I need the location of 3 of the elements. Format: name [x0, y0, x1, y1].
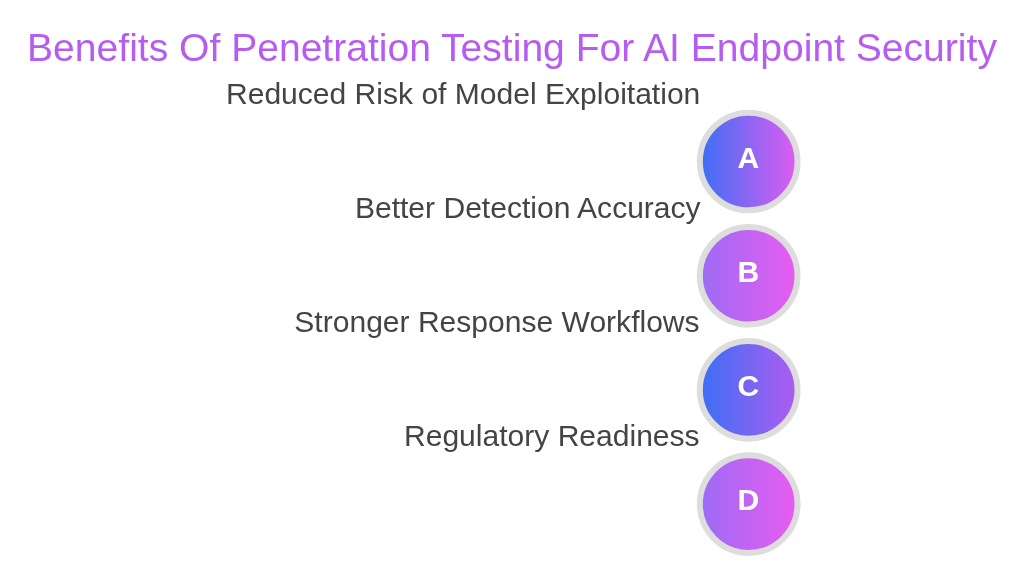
- node-circle: D: [696, 451, 801, 556]
- node-label: Reduced Risk of Model Exploitation: [226, 76, 701, 110]
- diagram-title: Benefits Of Penetration Testing For AI Endpoint Security: [27, 25, 997, 69]
